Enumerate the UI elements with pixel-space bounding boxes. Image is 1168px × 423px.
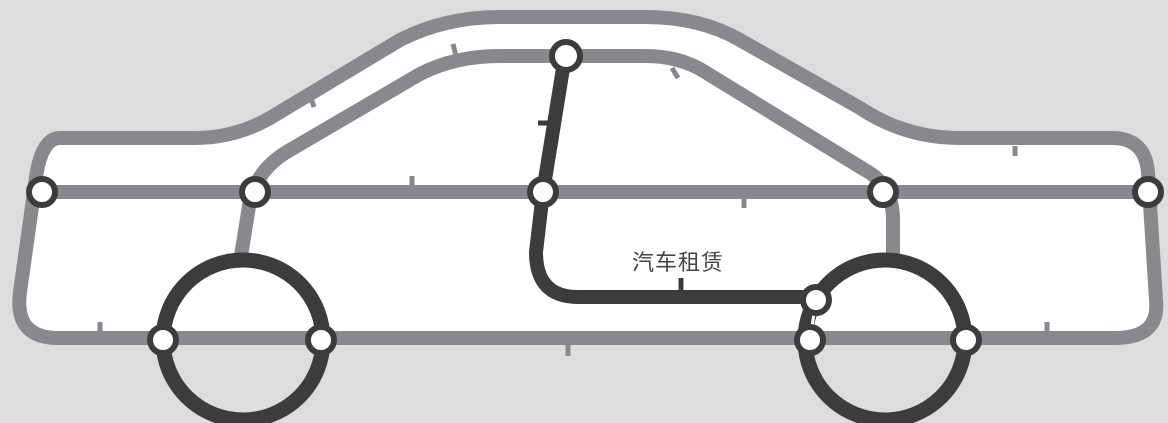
- station-roof: [549, 39, 583, 73]
- station-rear-wheel-right: [950, 324, 982, 356]
- station-rear-wheel-left: [794, 324, 826, 356]
- diagram-label: 汽车租赁: [632, 251, 724, 276]
- station-front-wheel-left: [147, 324, 179, 356]
- station-c-pillar: [867, 176, 899, 208]
- dark-route-line: [529, 49, 823, 304]
- dark-route-ticks: [538, 120, 684, 290]
- station-front-bumper: [26, 176, 58, 208]
- station-rear-wheel-top: [800, 284, 832, 316]
- station-rear-bumper: [1132, 176, 1164, 208]
- station-front-wheel-right: [305, 324, 337, 356]
- station-a-pillar: [239, 176, 271, 208]
- stations: [26, 39, 1164, 356]
- grey-route-ticks: [97, 43, 1050, 356]
- station-b-pillar: [527, 176, 559, 208]
